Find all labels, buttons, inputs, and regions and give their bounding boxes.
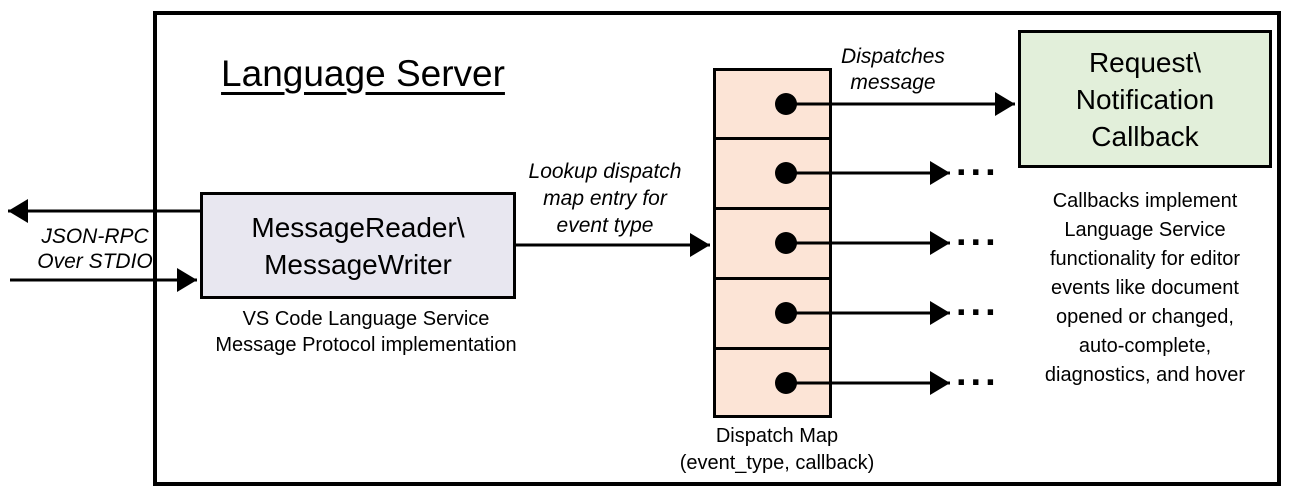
- lookup-dispatch-label: Lookup dispatch map entry for event type: [528, 160, 682, 237]
- dispatch-map-caption: Dispatch Map (event_type, callback): [679, 425, 875, 474]
- ellipsis-label: ...: [956, 352, 1000, 394]
- cell-divider: [716, 277, 829, 280]
- dispatches-message-label: Dispatches message: [841, 45, 945, 94]
- request-notification-callback-box: Request\ Notification Callback: [1018, 30, 1272, 168]
- ellipsis-label: ...: [956, 142, 1000, 184]
- diagram-title: Language Server: [221, 53, 505, 94]
- dispatch-map-box: [713, 68, 832, 418]
- cell-divider: [716, 137, 829, 140]
- cell-divider: [716, 207, 829, 210]
- request-notification-callback-label: Request\ Notification Callback: [1075, 46, 1215, 152]
- callback-caption: Callbacks implement Language Service fun…: [1044, 190, 1246, 386]
- cell-divider: [716, 347, 829, 350]
- message-reader-writer-label: MessageReader\ MessageWriter: [251, 211, 465, 280]
- reader-caption: VS Code Language Service Message Protoco…: [215, 308, 517, 356]
- message-reader-writer-box: MessageReader\ MessageWriter: [200, 192, 516, 299]
- language-server-boundary-box: [153, 11, 1281, 486]
- json-rpc-stdio-label: JSON-RPC Over STDIO: [37, 225, 153, 273]
- ellipsis-label: ...: [956, 282, 1000, 324]
- ellipsis-label: ...: [956, 212, 1000, 254]
